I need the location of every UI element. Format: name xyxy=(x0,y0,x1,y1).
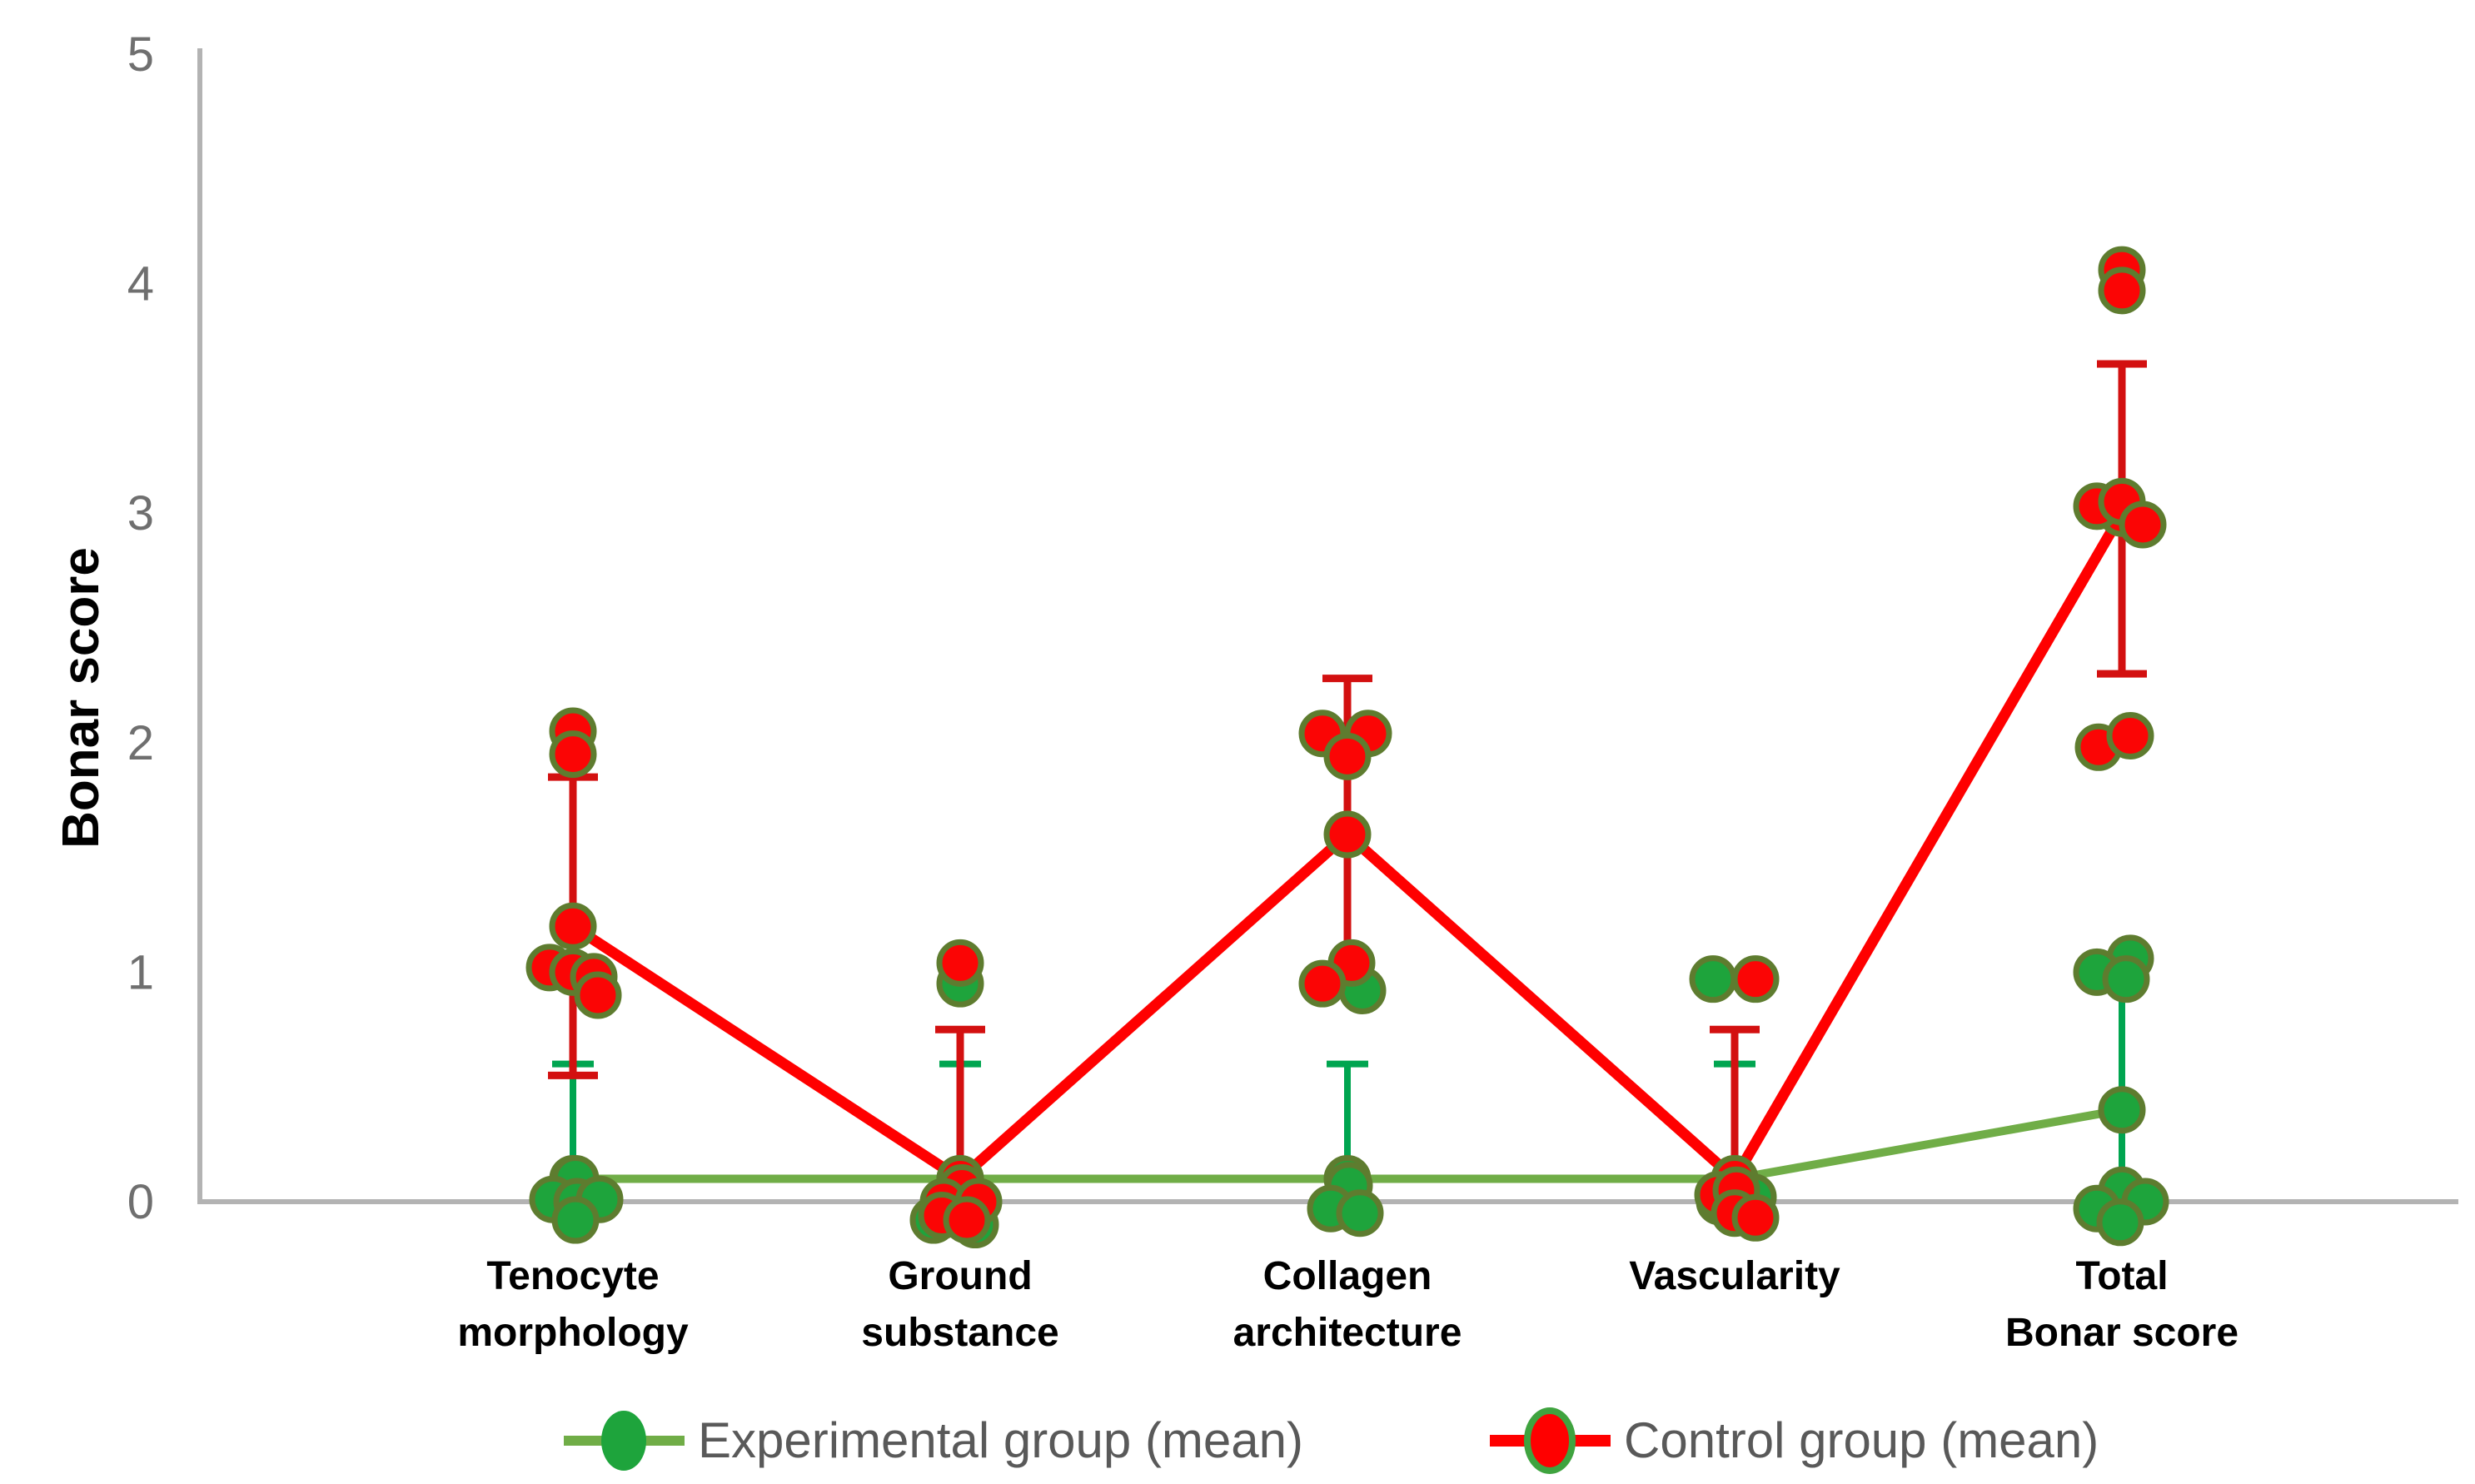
data-point-control xyxy=(1731,955,1780,1003)
y-axis-tick-label: 4 xyxy=(127,257,154,311)
category-label: Tenocyte xyxy=(486,1254,659,1298)
y-axis-tick-label: 5 xyxy=(127,27,154,82)
legend-marker-experimental-icon xyxy=(601,1411,646,1471)
data-point-control xyxy=(2106,712,2154,760)
y-axis-tick-label: 2 xyxy=(127,716,154,770)
y-axis-tick-label: 1 xyxy=(127,945,154,999)
category-label: architecture xyxy=(1233,1311,1462,1355)
data-point-control xyxy=(549,730,597,779)
legend-marker-control-icon xyxy=(1524,1407,1576,1474)
legend-item-experimental: Experimental group (mean) xyxy=(564,1411,1303,1471)
category-label: Collagen xyxy=(1263,1254,1432,1298)
legend-label-control: Control group (mean) xyxy=(1624,1412,2099,1468)
y-axis-title: Bonar score xyxy=(52,547,110,849)
mean-marker-control xyxy=(1323,810,1372,859)
data-point-control xyxy=(943,1196,991,1244)
data-point-control xyxy=(1323,732,1372,780)
y-axis-tick-label: 3 xyxy=(127,486,154,540)
data-point-experimental xyxy=(2096,1198,2144,1247)
category-label: Bonar score xyxy=(2005,1311,2238,1355)
category-label: Vascularity xyxy=(1629,1254,1840,1298)
category-label: substance xyxy=(861,1311,1058,1355)
y-axis-tick-label: 0 xyxy=(127,1175,154,1229)
category-label: Total xyxy=(2075,1254,2168,1298)
data-point-control xyxy=(1298,959,1347,1008)
data-point-experimental xyxy=(1689,955,1737,1003)
legend-label-experimental: Experimental group (mean) xyxy=(698,1412,1303,1468)
data-point-control xyxy=(936,939,984,987)
data-point-control xyxy=(2119,500,2167,549)
data-point-control xyxy=(1731,1193,1780,1242)
data-point-control xyxy=(574,971,622,1019)
data-point-control xyxy=(2098,266,2146,315)
mean-marker-experimental xyxy=(2098,1086,2146,1134)
category-label: morphology xyxy=(457,1311,689,1355)
mean-marker-control xyxy=(549,902,597,950)
data-point-experimental xyxy=(1336,1189,1384,1237)
data-point-experimental xyxy=(2102,955,2150,1003)
legend-item-control: Control group (mean) xyxy=(1490,1407,2099,1474)
data-point-experimental xyxy=(551,1196,600,1244)
category-label: Ground xyxy=(888,1254,1032,1298)
error-bar-experimental xyxy=(2101,984,2143,1179)
